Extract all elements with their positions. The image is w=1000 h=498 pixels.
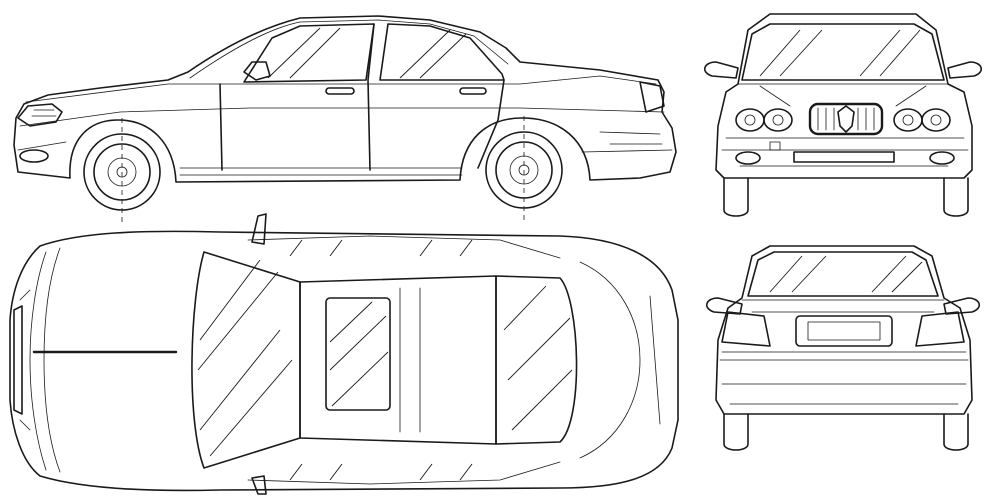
top-body-outline [9, 230, 679, 492]
front-left-headlamps [735, 108, 793, 132]
front-right-mirror [947, 61, 982, 79]
front-windshield [741, 23, 945, 81]
rear-left-mirror [706, 297, 743, 315]
rear-plate [807, 321, 881, 341]
side-rear-window [379, 23, 505, 81]
front-grille-bars [817, 107, 875, 131]
front-right-fog-lamp [929, 151, 955, 165]
top-windshield [191, 251, 301, 469]
rear-left-tyre [723, 413, 749, 451]
rear-right-tyre [943, 413, 969, 451]
front-view [704, 13, 982, 217]
rear-right-taillamp [915, 311, 965, 347]
front-right-tyre [943, 177, 969, 217]
side-rear-handle [459, 87, 487, 95]
top-sunroof-glare [329, 301, 389, 407]
side-front-window [243, 23, 375, 83]
top-lower-mirror [251, 475, 267, 495]
rear-window-glare [769, 255, 923, 293]
side-front-handle [325, 87, 355, 95]
front-left-fog-lamp [735, 151, 761, 165]
front-lower-intake [793, 151, 895, 163]
top-side-window-glare [289, 239, 473, 481]
side-headlamp [17, 103, 63, 127]
side-body-outline [13, 15, 677, 183]
side-roofline [189, 19, 509, 79]
rear-right-mirror [943, 297, 980, 315]
top-upper-mirror [251, 213, 267, 245]
front-right-headlamps [893, 108, 951, 132]
front-left-mirror [704, 61, 739, 79]
side-window-glare [267, 27, 467, 79]
side-beltline [25, 75, 657, 103]
top-front-bumper [13, 305, 23, 415]
top-windshield-glare [197, 259, 293, 457]
front-grille [808, 102, 884, 136]
rear-view [706, 245, 980, 451]
top-roof [299, 275, 497, 445]
rear-plate-recess [795, 315, 893, 347]
side-taillamp [639, 81, 665, 113]
side-view [13, 15, 677, 226]
rear-left-taillamp [721, 311, 771, 347]
side-front-door [219, 23, 375, 171]
front-body-outline [715, 13, 973, 179]
top-sunroof [325, 297, 391, 411]
front-left-tyre [723, 177, 749, 217]
rear-body-outline [715, 245, 973, 415]
top-rear-window [495, 275, 578, 445]
side-rear-door [477, 79, 505, 169]
side-fog-lamp [19, 149, 49, 163]
front-plate-mount [769, 141, 781, 151]
rear-window [747, 251, 939, 297]
front-windshield-glare [759, 29, 921, 77]
top-view [9, 213, 679, 495]
badge-icon [837, 105, 855, 133]
top-rear-window-glare [503, 285, 573, 431]
side-mirror [243, 61, 271, 81]
